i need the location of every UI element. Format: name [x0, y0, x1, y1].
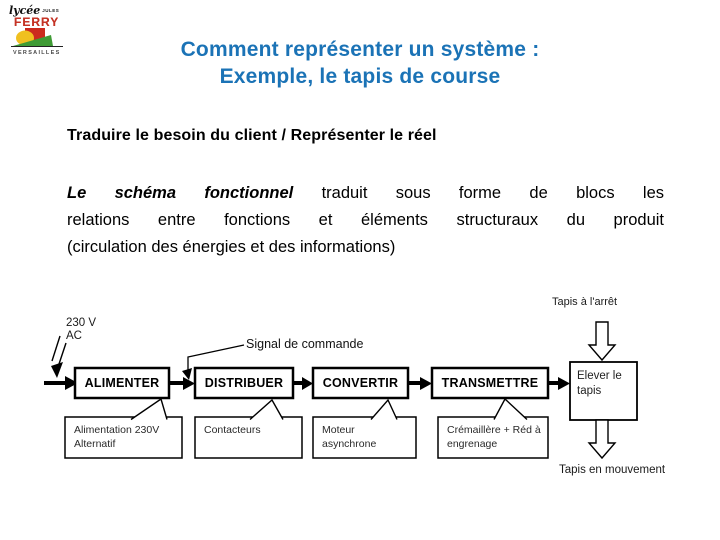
logo-ferry-text: FERRY — [14, 15, 60, 29]
callout-pointer-cremaillere — [493, 397, 528, 421]
paragraph-line-2: relations entre fonctions et éléments st… — [67, 211, 664, 229]
block-transmettre-label: TRANSMETTRE — [441, 376, 539, 390]
logo-lycee-text: lycée — [9, 4, 41, 17]
block-alimenter-label: ALIMENTER — [84, 376, 160, 390]
input-flow-arrow — [44, 376, 78, 390]
state-bottom-label: Tapis en mouvement — [559, 464, 666, 476]
state-arrow-top — [587, 321, 617, 362]
title-line-1: Comment représenter un système : — [180, 38, 540, 61]
logo-city-text: VERSAILLES — [13, 50, 61, 56]
callout-pointer-alimentation — [130, 397, 168, 421]
title-line-2: Exemple, le tapis de course — [219, 65, 501, 88]
logo-triangle-shape — [13, 35, 53, 46]
callout-moteur-label: Moteur asynchrone — [322, 424, 377, 450]
body-heading: Traduire le besoin du client / Représent… — [67, 127, 437, 144]
page-title: Comment représenter un système : Exemple… — [0, 36, 720, 90]
callout-alimentation-label: Alimentation 230V Alternatif — [74, 424, 160, 450]
output-box-label: Elever le tapis — [577, 370, 622, 397]
state-arrow-bottom — [587, 419, 617, 460]
paragraph-line-1: Le schéma fonctionnel traduit sous forme… — [67, 180, 664, 207]
input-voltage-label: 230 V AC — [66, 317, 97, 342]
block-distribuer-label: DISTRIBUER — [204, 376, 284, 390]
flow-arrow-convertir-transmettre — [408, 377, 432, 390]
paragraph-lead: Le schéma fonctionnel — [67, 184, 294, 202]
signal-label: Signal de commande — [246, 337, 364, 351]
body-paragraph: Le schéma fonctionnel traduit sous forme… — [67, 180, 664, 261]
logo-jules-text: JULES — [42, 8, 60, 13]
flow-arrow-distribuer-convertir — [293, 377, 313, 390]
callout-pointer-moteur — [370, 398, 398, 420]
paragraph-line-1-rest: traduit sous forme de blocs les — [321, 184, 664, 202]
callout-pointer-contacteurs — [249, 398, 284, 421]
state-top-label: Tapis à l'arrêt — [552, 296, 618, 308]
flow-arrow-transmettre-output — [548, 377, 570, 390]
callout-cremaillere-label: Crémaillère + Réd à engrenage — [447, 424, 541, 450]
block-convertir-label: CONVERTIR — [322, 376, 399, 390]
logo-emblem — [11, 28, 63, 47]
flow-arrow-alimenter-distribuer — [169, 377, 195, 390]
input-zigzag-arrow — [51, 335, 67, 378]
paragraph-line-3: (circulation des énergies et des informa… — [67, 238, 396, 256]
callout-contacteurs-label: Contacteurs — [204, 424, 261, 436]
